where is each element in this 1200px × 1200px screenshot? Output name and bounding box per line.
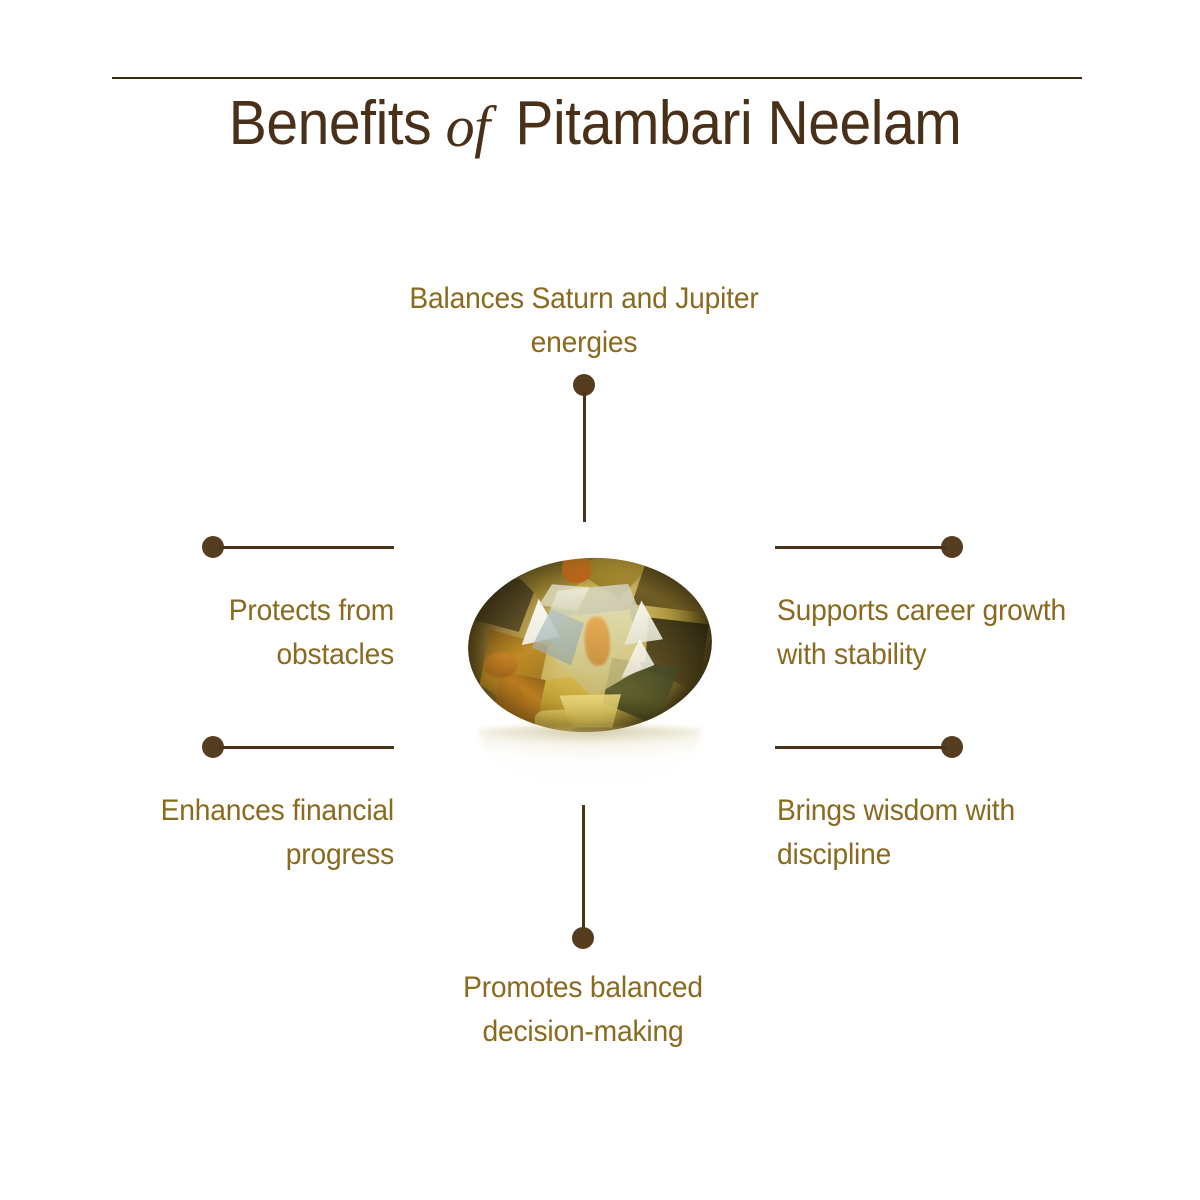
connector-dot-protects-obstacles bbox=[202, 536, 224, 558]
title-word-pitambari-neelam: Pitambari Neelam bbox=[515, 89, 962, 158]
connector-dot-career-growth bbox=[941, 536, 963, 558]
gemstone-oval bbox=[463, 551, 717, 739]
connector-dot-balances-energies bbox=[573, 374, 595, 396]
gemstone-reflection bbox=[479, 728, 701, 790]
benefit-line-1: Supports career growth bbox=[777, 594, 1066, 627]
connector-dot-wisdom-discipline bbox=[941, 736, 963, 758]
title-word-benefits: Benefits bbox=[228, 89, 431, 158]
benefit-label-decision-making: Promotes balanced decision-making bbox=[383, 966, 783, 1054]
benefit-line-2: decision-making bbox=[482, 1015, 684, 1048]
connector-line-balances-energies bbox=[583, 392, 586, 522]
connector-dot-decision-making bbox=[572, 927, 594, 949]
benefit-line-2: discipline bbox=[777, 838, 892, 871]
benefit-line-1: Enhances financial bbox=[160, 794, 395, 827]
connector-line-wisdom-discipline bbox=[775, 746, 947, 749]
benefit-line-2: with stability bbox=[777, 638, 927, 671]
gemstone-image bbox=[455, 548, 725, 798]
benefit-label-protects-obstacles: Protects from obstacles bbox=[50, 589, 394, 677]
connector-line-decision-making bbox=[582, 805, 585, 935]
benefit-line-1: Balances Saturn and Jupiter bbox=[409, 282, 759, 315]
title-word-of: of bbox=[445, 94, 491, 159]
benefit-line-2: energies bbox=[530, 326, 638, 359]
benefit-line-1: Protects from bbox=[228, 594, 394, 627]
benefit-label-financial-progress: Enhances financial progress bbox=[50, 789, 395, 877]
benefit-label-career-growth: Supports career growth with stability bbox=[777, 589, 1127, 677]
benefit-line-1: Promotes balanced bbox=[463, 971, 703, 1004]
title-underline-rule bbox=[112, 77, 1082, 79]
benefit-label-balances-energies: Balances Saturn and Jupiter energies bbox=[384, 277, 784, 365]
connector-line-financial-progress bbox=[219, 746, 394, 749]
benefit-label-wisdom-discipline: Brings wisdom with discipline bbox=[777, 789, 1127, 877]
gemstone-contact-shadow bbox=[485, 724, 695, 742]
connector-line-career-growth bbox=[775, 546, 947, 549]
benefit-line-2: obstacles bbox=[276, 638, 395, 671]
benefit-line-1: Brings wisdom with bbox=[777, 794, 1015, 827]
benefit-line-2: progress bbox=[285, 838, 394, 871]
connector-dot-financial-progress bbox=[202, 736, 224, 758]
connector-line-protects-obstacles bbox=[219, 546, 394, 549]
